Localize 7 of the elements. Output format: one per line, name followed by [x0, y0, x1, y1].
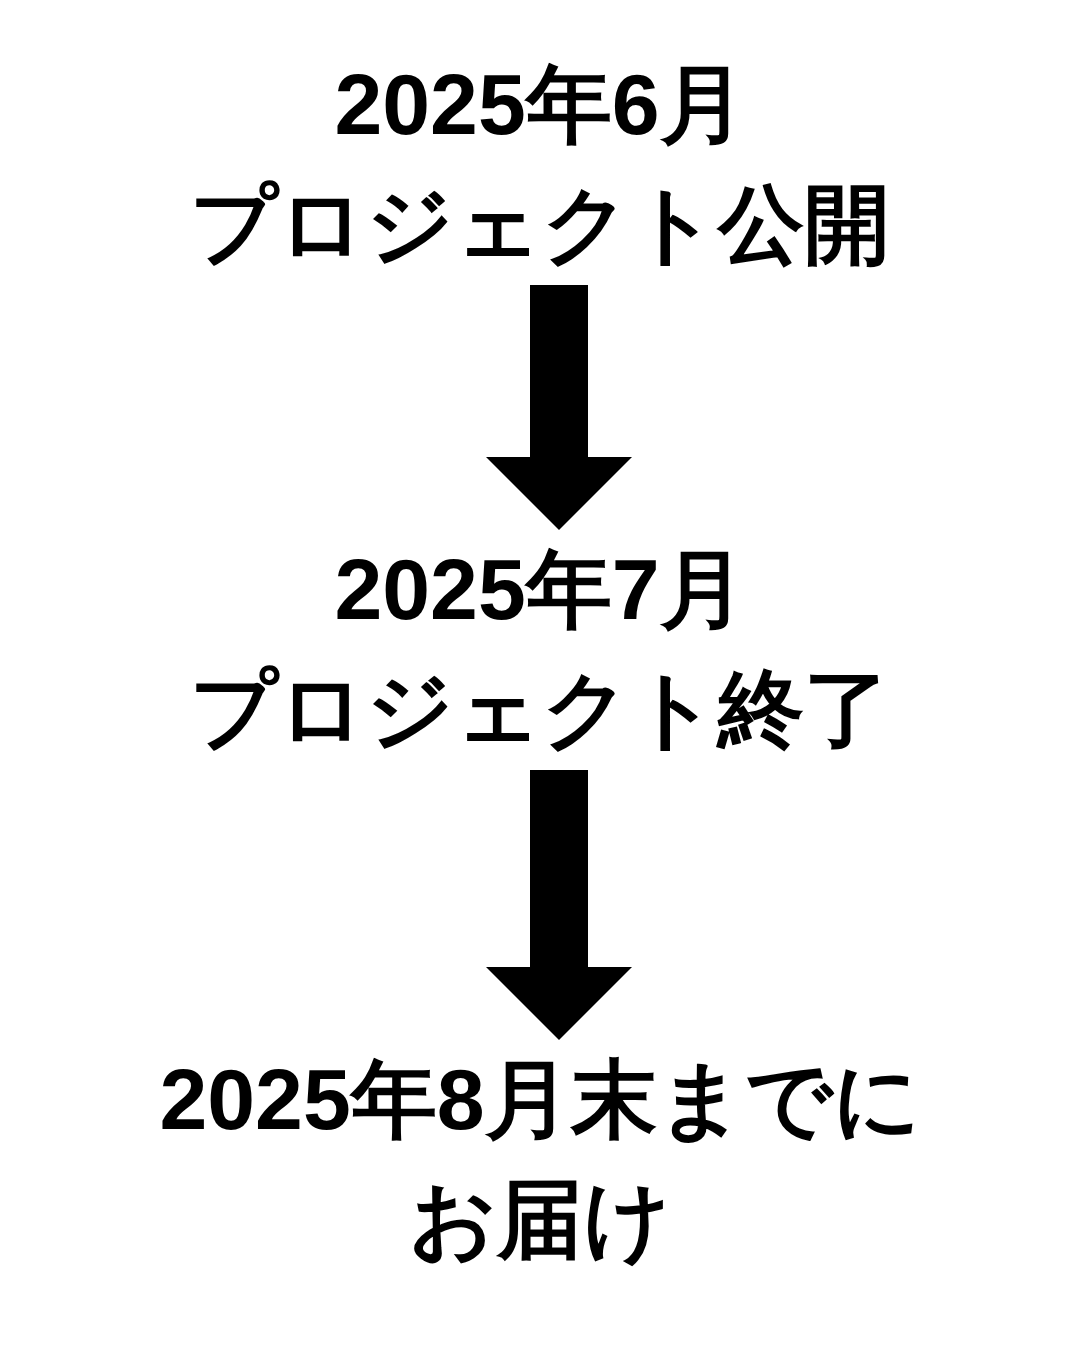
timeline-text: プロジェクト終了 — [190, 660, 890, 759]
timeline-text: プロジェクト公開 — [190, 175, 890, 274]
timeline-text: 2025年7月 — [334, 540, 746, 640]
timeline-text: 2025年8月末までにお届け — [158, 1050, 922, 1269]
down-arrow — [486, 770, 632, 1040]
down-arrow — [486, 285, 632, 530]
timeline-text: 2025年6月 — [334, 55, 746, 155]
